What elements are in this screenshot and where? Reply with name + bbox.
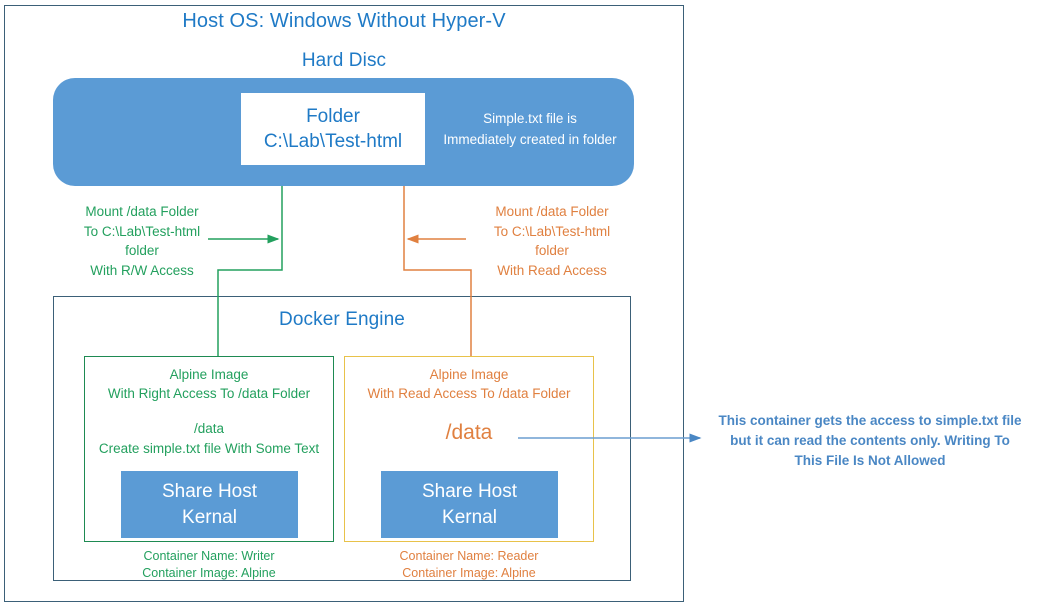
mount-reader-line1: Mount /data Folder: [495, 204, 609, 219]
writer-share-host-kernel-box: Share Host Kernal: [121, 471, 298, 538]
reader-container-footer: Container Name: Reader Container Image: …: [344, 548, 594, 582]
reader-container-image: Container Image: Alpine: [402, 566, 536, 580]
writer-kernel-line1: Share Host: [161, 480, 258, 502]
reader-data-path: /data: [445, 421, 493, 444]
mount-reader-line4: With Read Access: [497, 262, 607, 278]
hard-disc-title: Hard Disc: [301, 50, 387, 71]
mount-reader-line2: To C:\Lab\Test-html: [493, 223, 611, 239]
writer-container-name: Container Name: Writer: [143, 549, 275, 563]
simple-txt-note-line2: Immediately created in folder: [443, 132, 617, 147]
writer-container-image: Container Image: Alpine: [142, 566, 276, 580]
mount-writer-line3: folder: [125, 243, 159, 258]
reader-image-access: With Read Access To /data Folder: [367, 386, 571, 401]
reader-image-header: Alpine Image With Read Access To /data F…: [345, 365, 593, 403]
writer-data-path: /data: [193, 421, 225, 436]
reader-annotation-line1: This container gets the access to simple…: [718, 413, 1022, 428]
docker-engine-title: Docker Engine: [279, 309, 405, 330]
mount-note-writer: Mount /data Folder To C:\Lab\Test-html f…: [62, 202, 222, 280]
mount-writer-line2: To C:\Lab\Test-html: [83, 223, 201, 239]
mount-reader-line3: folder: [535, 243, 569, 258]
folder-label: Folder: [306, 106, 360, 127]
container-writer-box: Alpine Image With Right Access To /data …: [84, 356, 334, 542]
simple-txt-note: Simple.txt file is Immediately created i…: [432, 108, 628, 150]
host-os-title: Host OS: Windows Without Hyper-V: [182, 10, 506, 32]
mount-note-reader: Mount /data Folder To C:\Lab\Test-html f…: [472, 202, 632, 280]
reader-image-name: Alpine Image: [429, 367, 509, 382]
reader-data-info: /data: [345, 419, 593, 447]
simple-txt-note-line1: Simple.txt file is: [483, 111, 577, 126]
reader-kernel-line2: Kernal: [442, 506, 497, 528]
reader-share-host-kernel-box: Share Host Kernal: [381, 471, 558, 538]
writer-kernel-line2: Kernal: [182, 506, 237, 528]
container-reader-box: Alpine Image With Read Access To /data F…: [344, 356, 594, 542]
writer-data-info: /data Create simple.txt file With Some T…: [85, 419, 333, 459]
writer-image-access: With Right Access To /data Folder: [107, 386, 311, 401]
reader-annotation-line2: but it can read the contents only. Writi…: [730, 433, 1010, 448]
folder-path: C:\Lab\Test-html: [263, 131, 403, 152]
writer-data-action: Create simple.txt file With Some Text: [98, 441, 320, 456]
writer-image-header: Alpine Image With Right Access To /data …: [85, 365, 333, 403]
reader-annotation-line3: This File Is Not Allowed: [794, 453, 946, 468]
reader-kernel-line1: Share Host: [421, 480, 518, 502]
folder-path-box: Folder C:\Lab\Test-html: [241, 93, 425, 165]
reader-container-name: Container Name: Reader: [399, 549, 539, 563]
mount-writer-line1: Mount /data Folder: [85, 204, 199, 219]
reader-access-annotation: This container gets the access to simple…: [706, 411, 1034, 471]
mount-writer-line4: With R/W Access: [90, 262, 194, 278]
writer-container-footer: Container Name: Writer Container Image: …: [84, 548, 334, 582]
writer-image-name: Alpine Image: [169, 367, 249, 382]
